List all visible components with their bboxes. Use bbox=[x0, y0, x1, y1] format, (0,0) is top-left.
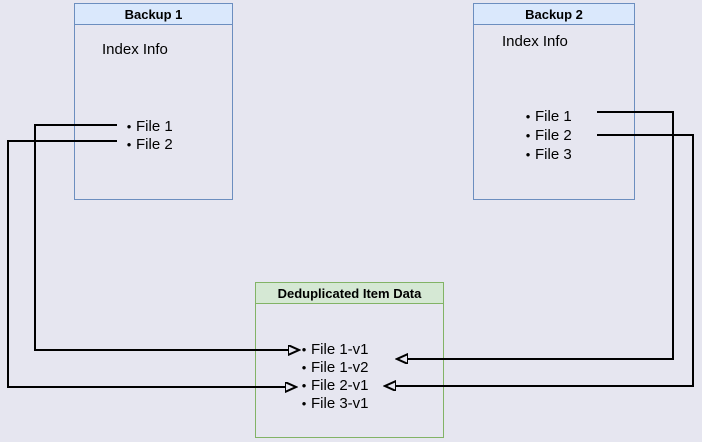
file-label: File 1-v1 bbox=[311, 341, 369, 358]
list-item: • File 1 bbox=[122, 118, 173, 136]
bullet-icon: • bbox=[301, 342, 307, 357]
list-item: • File 2 bbox=[521, 126, 572, 145]
backup1-header: Backup 1 bbox=[75, 4, 232, 25]
dedup-file-list: • File 1-v1 • File 1-v2 • File 2-v1 • Fi… bbox=[297, 341, 369, 413]
list-item: • File 2-v1 bbox=[297, 377, 369, 395]
dedup-title: Deduplicated Item Data bbox=[277, 286, 422, 301]
bullet-icon: • bbox=[126, 137, 132, 152]
file-label: File 1-v2 bbox=[311, 359, 369, 376]
backup2-box: Backup 2 Index Info • File 1 • File 2 • … bbox=[473, 3, 635, 200]
backup1-box: Backup 1 Index Info • File 1 • File 2 bbox=[74, 3, 233, 200]
file-label: File 1 bbox=[535, 108, 572, 125]
bullet-icon: • bbox=[301, 360, 307, 375]
dedup-box: Deduplicated Item Data • File 1-v1 • Fil… bbox=[255, 282, 444, 438]
backup2-index-info-label: Index Info bbox=[502, 33, 568, 50]
bullet-icon: • bbox=[525, 109, 531, 124]
file-label: File 3 bbox=[535, 146, 572, 163]
bullet-icon: • bbox=[301, 396, 307, 411]
list-item: • File 1-v2 bbox=[297, 359, 369, 377]
bullet-icon: • bbox=[525, 147, 531, 162]
backup2-title: Backup 2 bbox=[525, 7, 583, 22]
bullet-icon: • bbox=[525, 128, 531, 143]
list-item: • File 3 bbox=[521, 145, 572, 164]
list-item: • File 1 bbox=[521, 107, 572, 126]
bullet-icon: • bbox=[126, 119, 132, 134]
backup1-title: Backup 1 bbox=[124, 7, 183, 22]
backup1-index-info-label: Index Info bbox=[102, 41, 168, 58]
list-item: • File 2 bbox=[122, 136, 173, 154]
file-label: File 2-v1 bbox=[311, 377, 369, 394]
file-label: File 1 bbox=[136, 118, 173, 135]
backup2-file-list: • File 1 • File 2 • File 3 bbox=[521, 107, 572, 164]
list-item: • File 3-v1 bbox=[297, 395, 369, 413]
backup1-file-list: • File 1 • File 2 bbox=[122, 118, 173, 154]
file-label: File 2 bbox=[535, 127, 572, 144]
list-item: • File 1-v1 bbox=[297, 341, 369, 359]
file-label: File 2 bbox=[136, 136, 173, 153]
bullet-icon: • bbox=[301, 378, 307, 393]
backup2-header: Backup 2 bbox=[474, 4, 634, 25]
dedup-header: Deduplicated Item Data bbox=[256, 283, 443, 304]
file-label: File 3-v1 bbox=[311, 395, 369, 412]
